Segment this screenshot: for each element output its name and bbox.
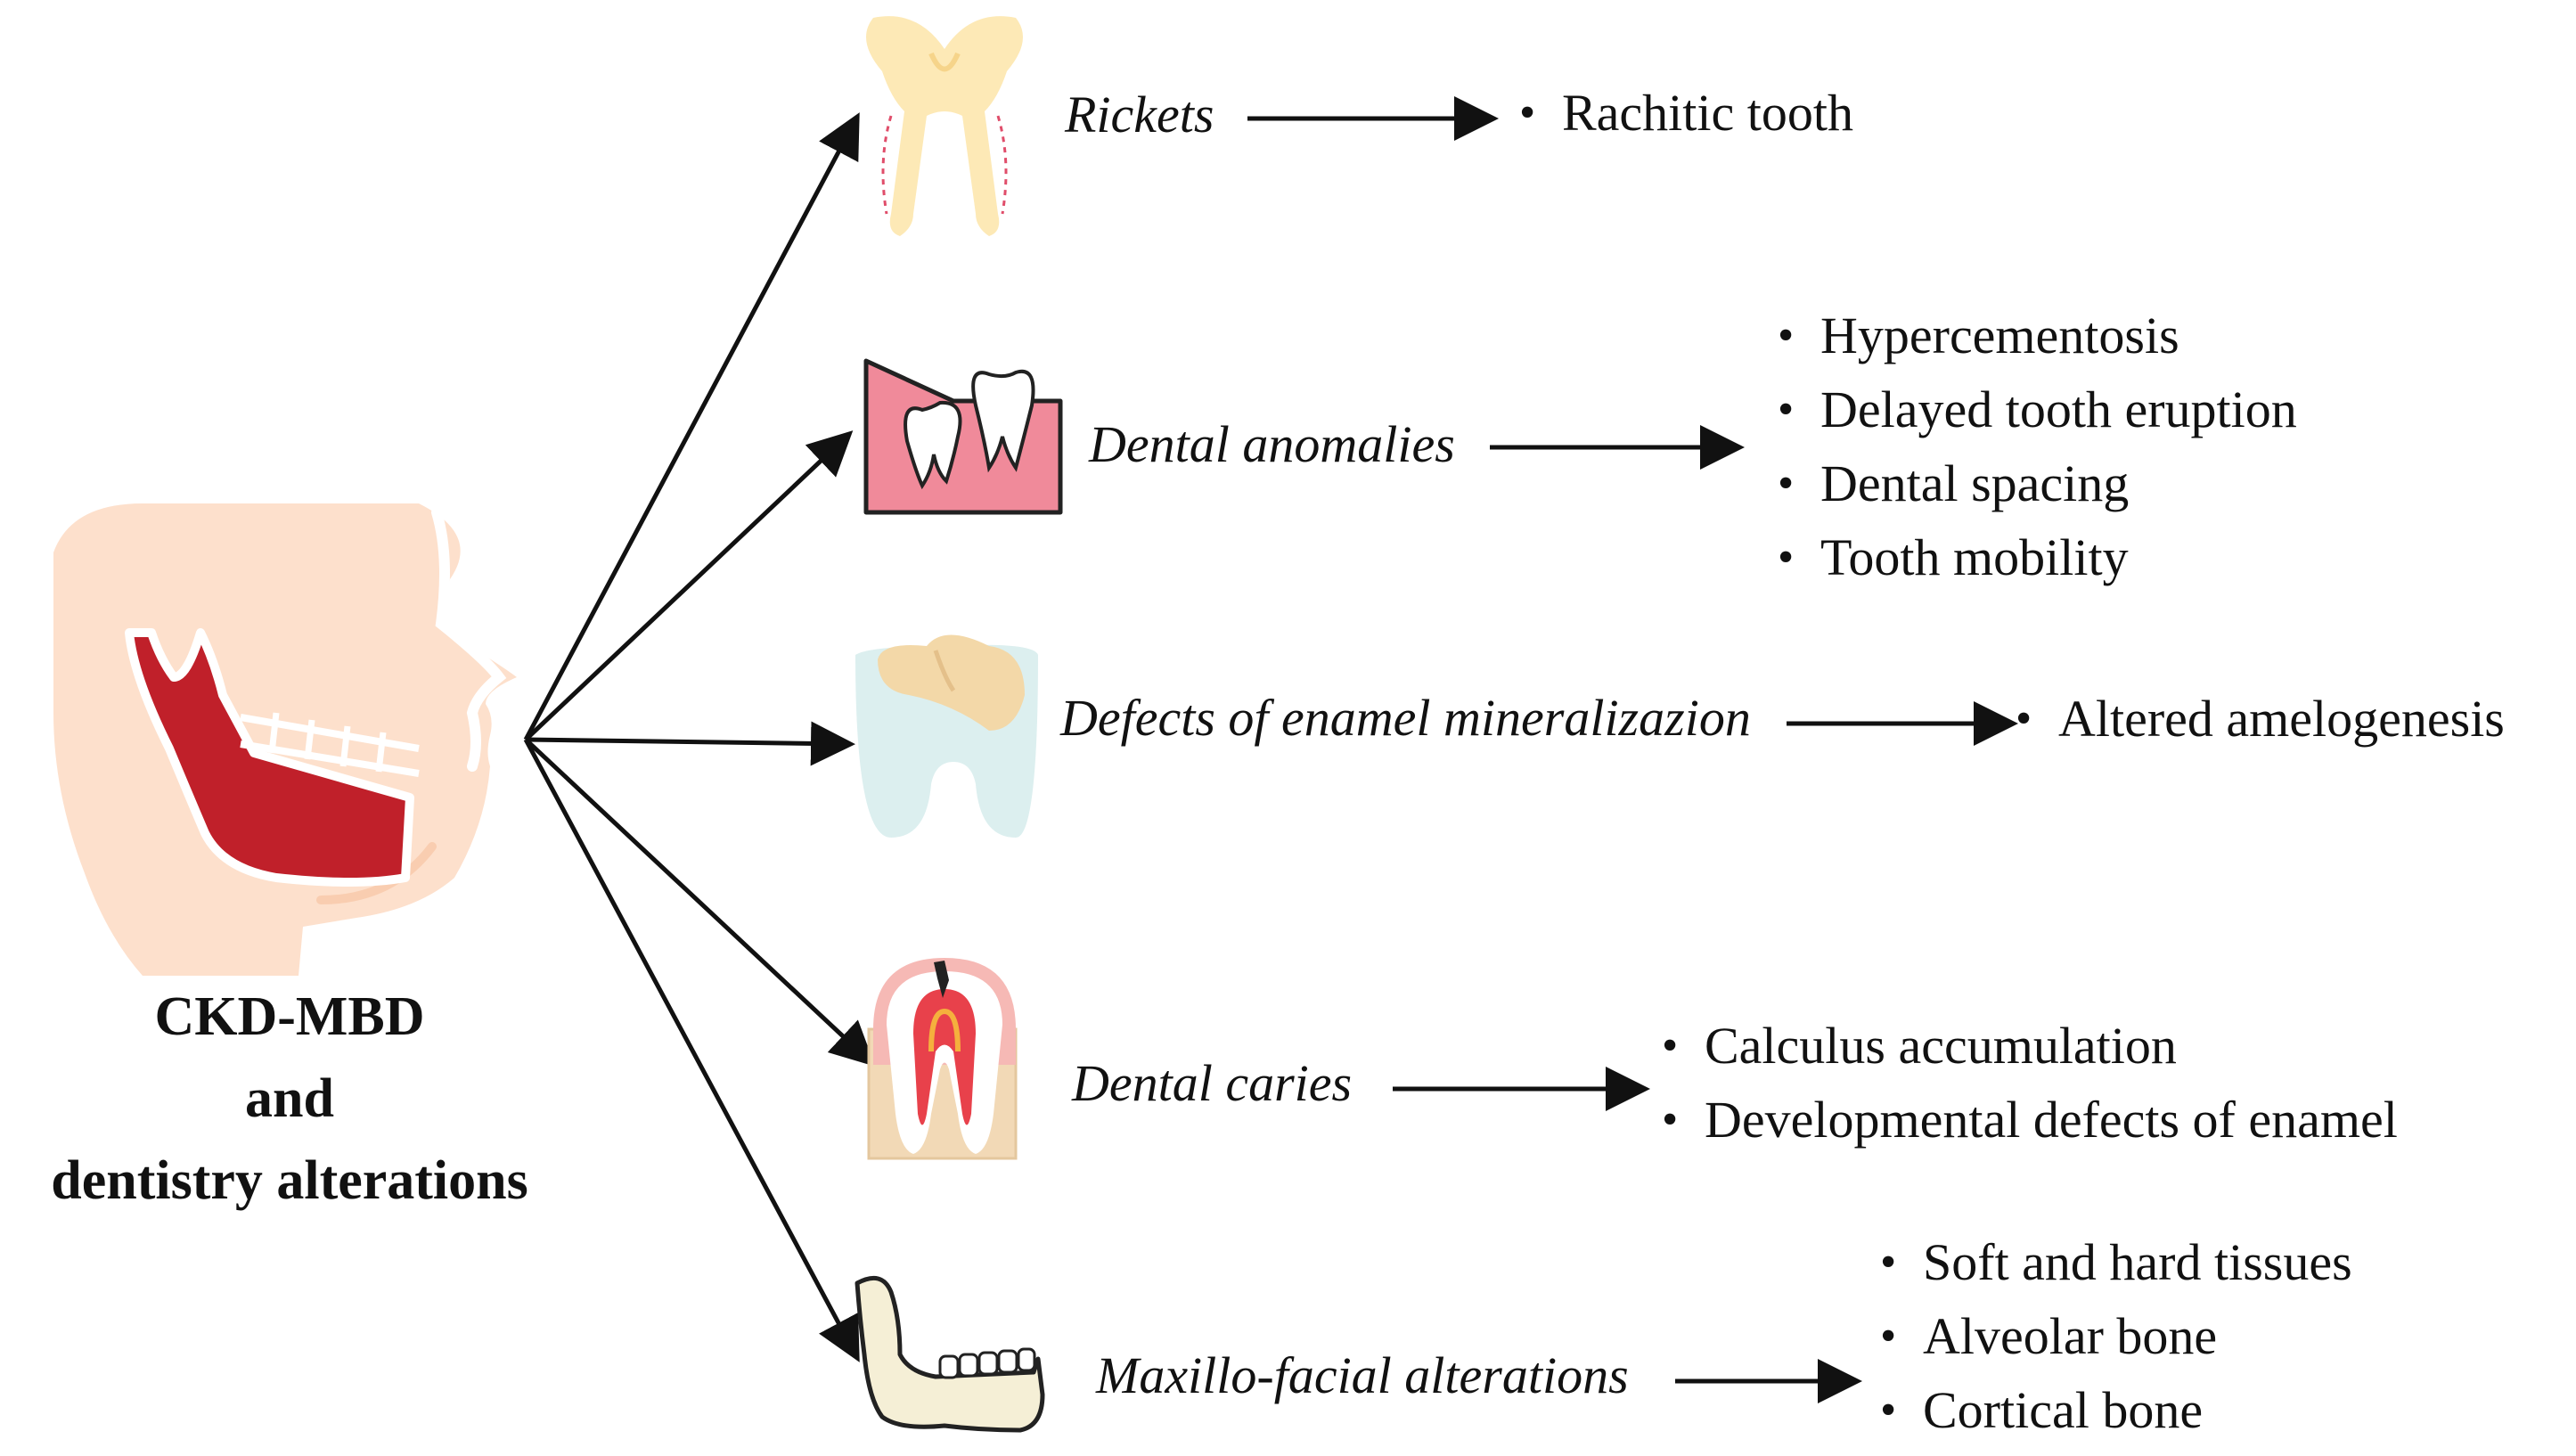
results-maxillo-facial: Soft and hard tissues Alveolar bone Cort… [1880,1225,2352,1447]
result-item: Dental spacing [1778,446,2297,520]
branch-label-enamel-defects: Defects of enamel mineralizazion [1060,689,1751,747]
result-item: Developmental defects of enamel [1662,1083,2398,1157]
enamel-tooth-icon [855,634,1038,838]
results-dental-anomalies: Hypercementosis Delayed tooth eruption D… [1778,299,2297,594]
central-title: CKD-MBD and dentistry alterations [0,976,579,1222]
result-arrows [1247,96,2018,1403]
results-rickets: Rachitic tooth [1519,76,1853,150]
result-item: Altered amelogenesis [2016,682,2505,756]
result-item: Soft and hard tissues [1880,1225,2352,1299]
branch-label-rickets: Rickets [1065,86,1214,143]
result-item: Tooth mobility [1778,520,2297,594]
head-jaw-icon [53,503,517,976]
central-title-line: and [245,1068,334,1129]
branch-arrows [523,112,876,1362]
mandible-icon [855,1275,1045,1433]
results-dental-caries: Calculus accumulation Developmental defe… [1662,1009,2398,1157]
central-title-line: CKD-MBD [154,986,425,1047]
result-item: Alveolar bone [1880,1299,2352,1373]
result-item: Hypercementosis [1778,299,2297,372]
branch-label-dental-anomalies: Dental anomalies [1089,415,1455,473]
central-title-line: dentistry alterations [51,1150,528,1211]
pelvis-bone-icon [866,16,1023,236]
result-item: Rachitic tooth [1519,76,1853,150]
tooth-cross-section-icon [867,958,1018,1160]
branch-label-maxillo-facial: Maxillo-facial alterations [1096,1346,1629,1404]
results-enamel-defects: Altered amelogenesis [2016,682,2505,756]
result-item: Delayed tooth eruption [1778,372,2297,446]
result-item: Cortical bone [1880,1373,2352,1447]
result-item: Calculus accumulation [1662,1009,2398,1083]
branch-label-dental-caries: Dental caries [1072,1054,1353,1112]
impacted-teeth-icon [863,358,1063,515]
